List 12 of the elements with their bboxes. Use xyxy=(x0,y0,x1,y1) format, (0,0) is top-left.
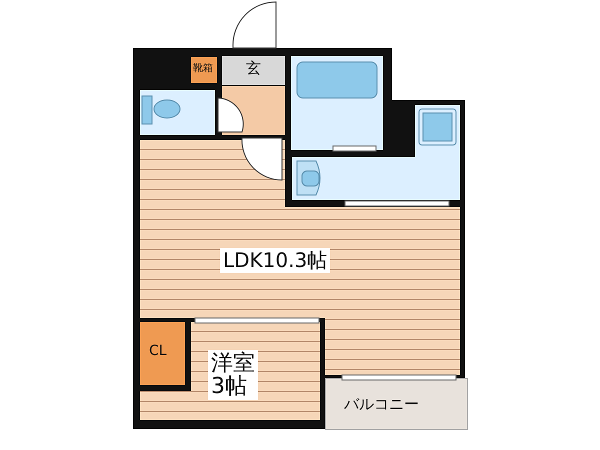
room-label: 靴箱 xyxy=(193,64,213,74)
room-label: 玄 xyxy=(246,61,261,77)
balcony xyxy=(325,378,468,430)
room-label: LDK10.3帖 xyxy=(220,248,330,273)
closet xyxy=(140,322,191,391)
entrance-area xyxy=(222,56,285,85)
western-style-room xyxy=(140,322,320,420)
shoe-cabinet xyxy=(191,57,217,83)
living-dining-kitchen xyxy=(140,140,460,375)
room-label: CL xyxy=(149,344,167,359)
room-label: 洋室 3帖 xyxy=(208,350,258,400)
room-label: バルコニー xyxy=(344,397,419,413)
